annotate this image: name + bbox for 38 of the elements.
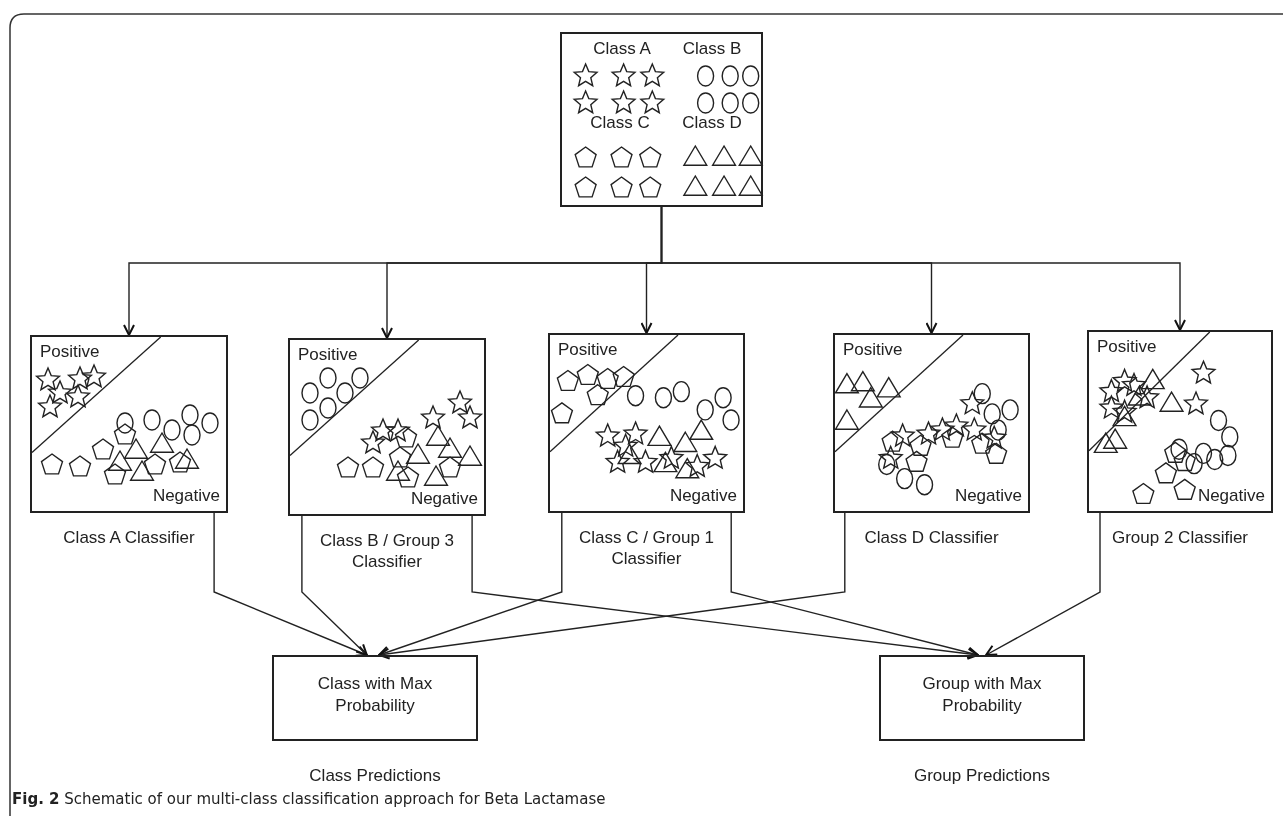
arrow [730, 512, 979, 659]
classifier-name: Class B / Group 3 Classifier [318, 530, 456, 573]
arrow [213, 512, 368, 657]
process-label: Class with Max Probability [316, 673, 434, 718]
class-label: Class C [590, 114, 650, 133]
classifier-box [30, 335, 228, 513]
classifier-name: Class A Classifier [62, 527, 196, 549]
classifier-box [288, 338, 486, 516]
process-label: Group with Max Probability [921, 673, 1043, 718]
process-box [879, 655, 1085, 741]
arrow [301, 515, 368, 656]
classifier-box [1087, 330, 1273, 513]
positive-label: Positive [298, 346, 358, 365]
classifier-name: Class D Classifier [863, 527, 1000, 549]
positive-label: Positive [558, 341, 618, 360]
negative-label: Negative [954, 487, 1022, 506]
figure-caption: Fig. 2 Schematic of our multi-class classification approach for Beta Lactamase [12, 790, 606, 808]
class-label: Class A [593, 40, 651, 59]
positive-label: Positive [843, 341, 903, 360]
classifier-name: Group 2 Classifier [1110, 527, 1250, 549]
positive-label: Positive [40, 343, 100, 362]
classifier-name: Class C / Group 1 Classifier [577, 527, 716, 570]
negative-label: Negative [669, 487, 737, 506]
negative-label: Negative [1197, 487, 1265, 506]
output-label: Group Predictions [912, 765, 1052, 787]
class-legend-box [560, 32, 763, 207]
process-box [272, 655, 478, 741]
arrow [660, 206, 1186, 331]
arrow [985, 512, 1101, 656]
negative-label: Negative [152, 487, 220, 506]
classifier-box [548, 333, 745, 513]
class-label: Class D [682, 114, 742, 133]
arrow [378, 512, 846, 660]
classifier-box [833, 333, 1030, 513]
negative-label: Negative [410, 490, 478, 509]
class-label: Class B [682, 40, 742, 59]
output-label: Class Predictions [308, 765, 442, 787]
positive-label: Positive [1097, 338, 1157, 357]
